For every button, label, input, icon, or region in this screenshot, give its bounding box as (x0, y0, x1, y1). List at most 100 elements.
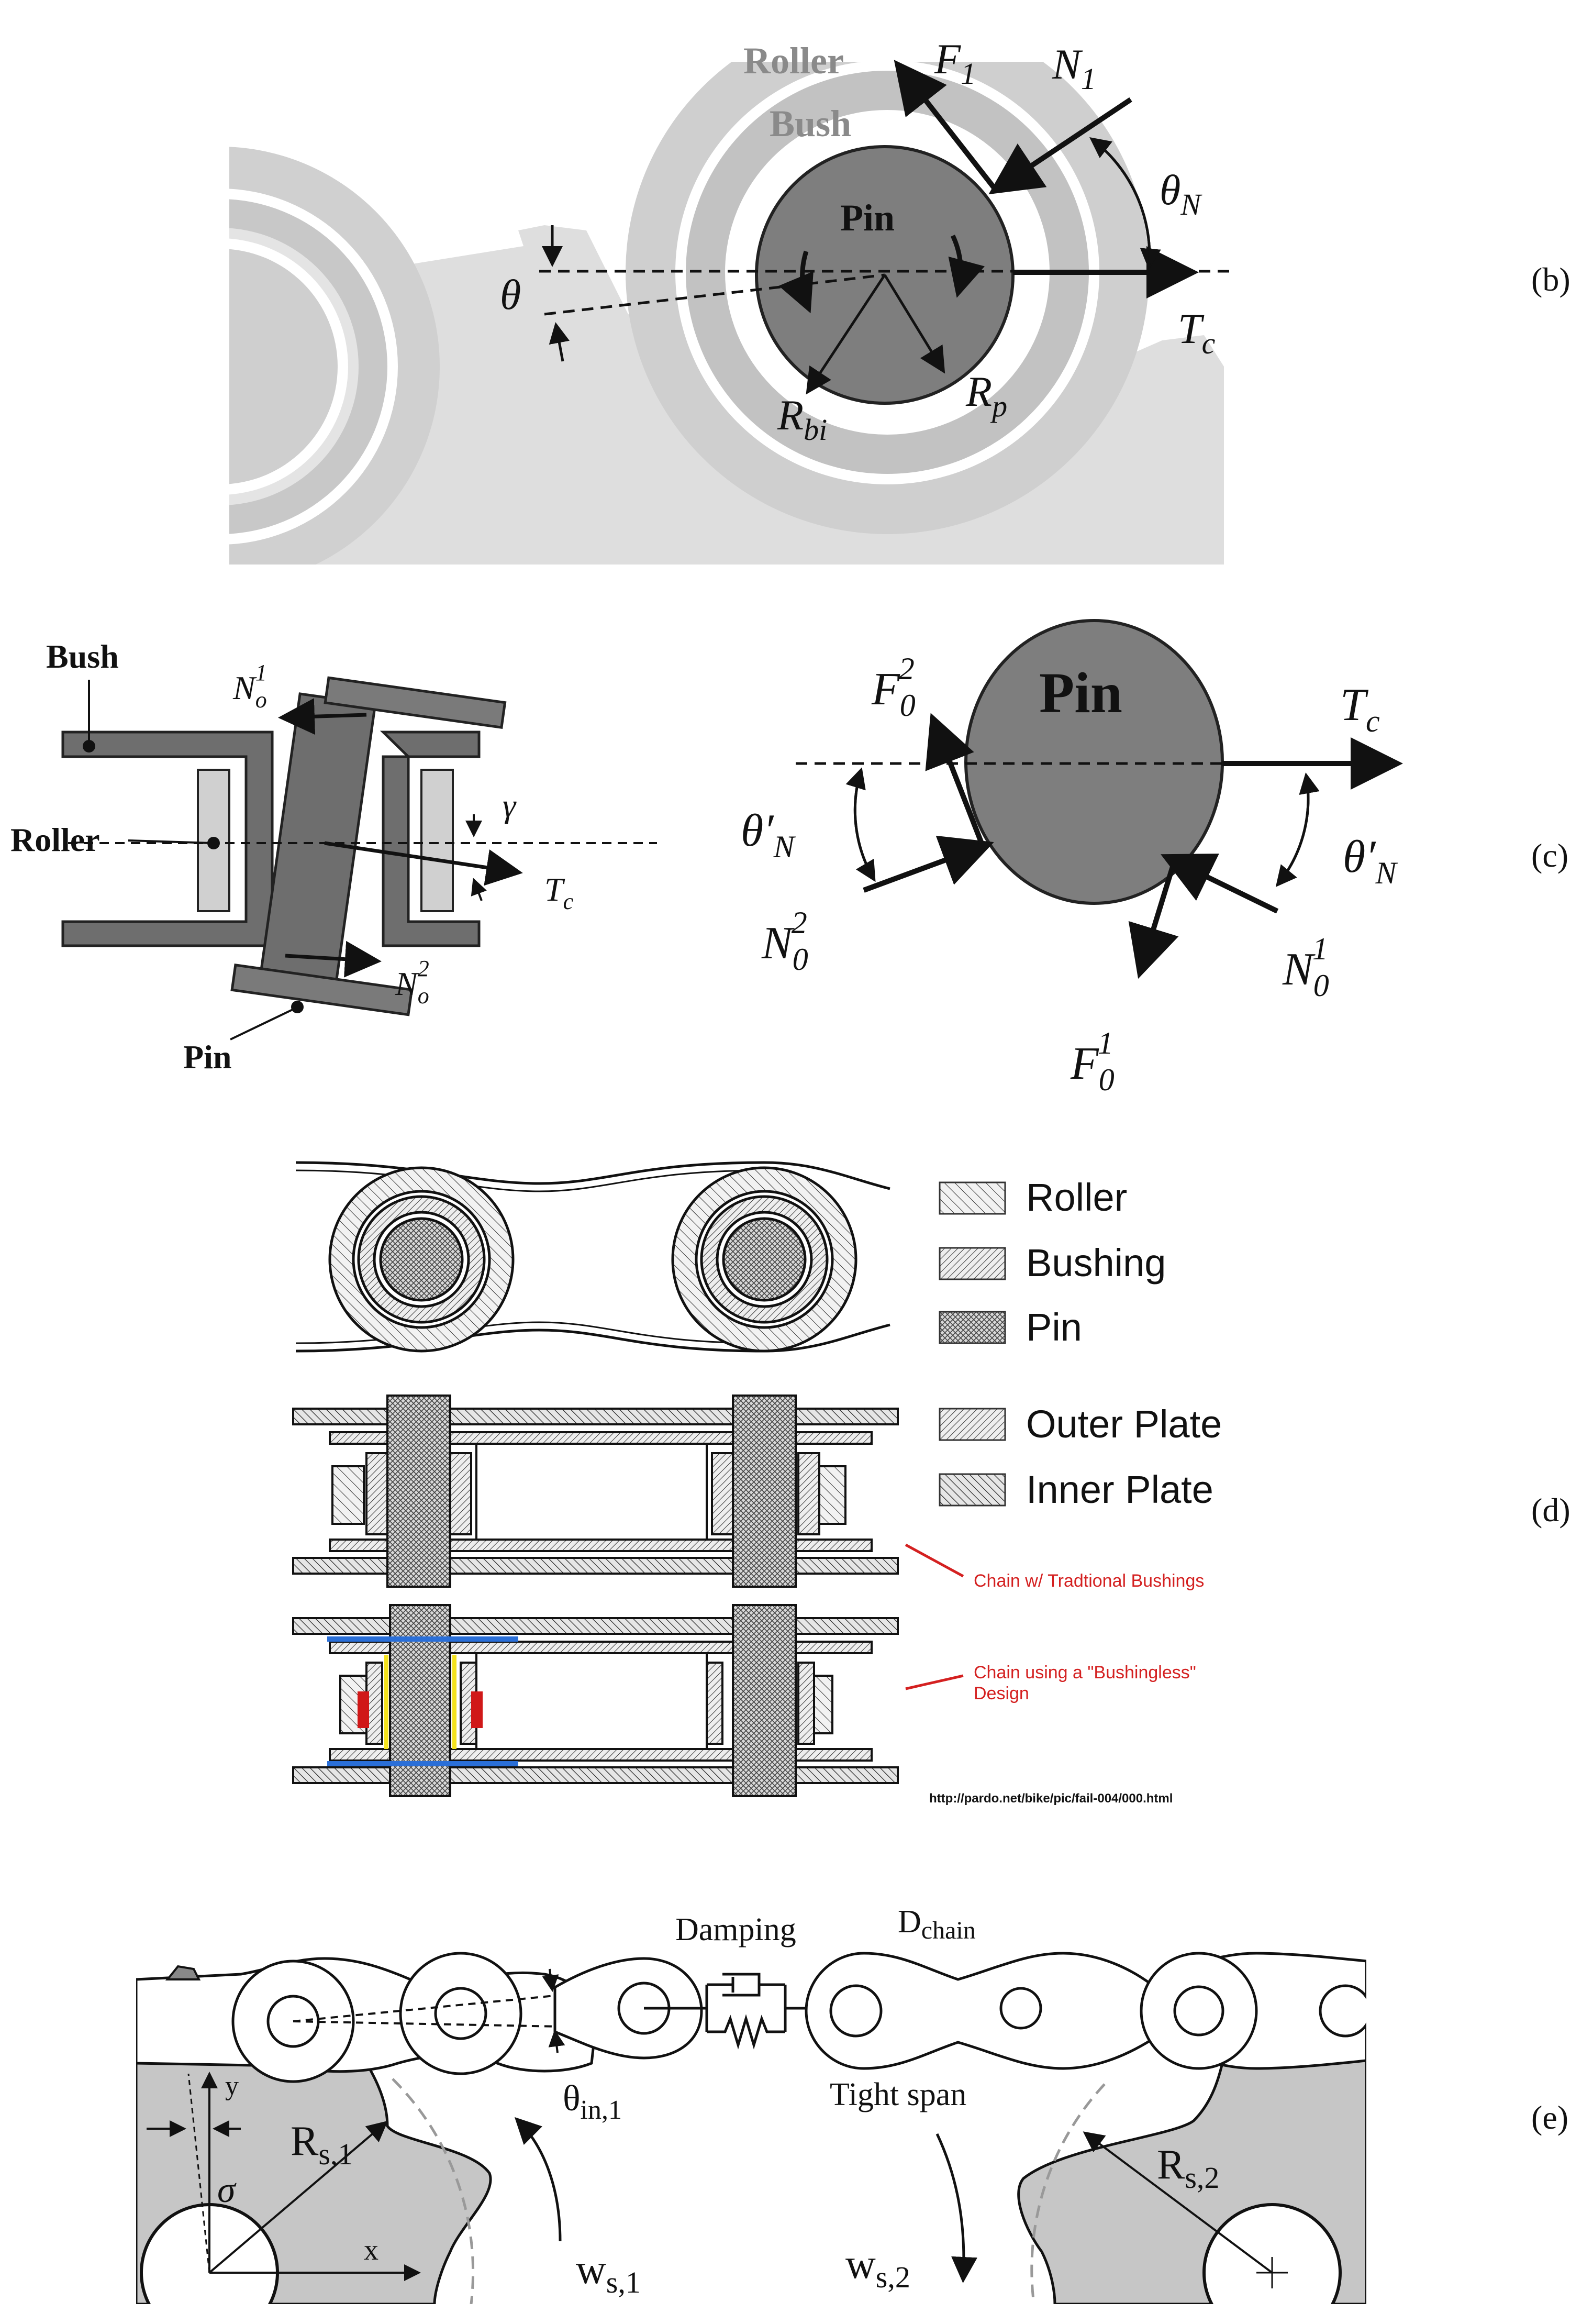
theta-right-label: θ′N (1343, 832, 1398, 890)
f02-label: F02 (871, 651, 916, 723)
bush-label: Bush (770, 103, 851, 145)
right-link-roller (671, 1166, 857, 1353)
f01-label: F01 (1070, 1026, 1115, 1097)
legend-swatch-outer-plate (939, 1408, 1006, 1441)
n02-label: N02 (761, 905, 808, 977)
note-traditional: Chain w/ Tradtional Bushings (974, 1571, 1204, 1591)
bushingless-pin-right (732, 1604, 797, 1797)
panel-b-tag: (b) (1531, 261, 1570, 298)
tilted-reference-line (544, 273, 885, 316)
bush-leader-dot (83, 740, 95, 752)
no2-label: No2 (395, 956, 429, 1009)
rs1-radius (208, 2120, 388, 2274)
roller-leader-dot (207, 837, 220, 849)
note-bushingless-pointer (905, 1674, 964, 1690)
bushingless-pin-left (389, 1604, 451, 1797)
c-tc-label: Tc (544, 871, 574, 914)
theta-label: θ (500, 271, 521, 318)
ws2-label: ws,2 (845, 2241, 910, 2294)
panel-d-tag: (d) (1531, 1491, 1570, 1529)
source-url: http://pardo.net/bike/pic/fail-004/000.h… (929, 1791, 1173, 1806)
panel-c-tag: (c) (1531, 837, 1568, 874)
f02-arrow (925, 713, 984, 844)
rs2-label: Rs,2 (1157, 2142, 1219, 2195)
roller-leader (128, 839, 213, 844)
radius-rp-arrow (883, 274, 945, 374)
rbi-label: Rbi (777, 391, 827, 447)
traditional-chain-section (292, 1395, 899, 1588)
panel-b: Roller Bush Pin F1 N1 θN θ Tc Rp Rbi (b) (229, 35, 1570, 565)
theta-in-arrow-top (542, 1968, 559, 1992)
trad-pin-right (732, 1395, 797, 1588)
radius-rbi-arrow (806, 274, 886, 395)
link-centerline-lower (293, 2020, 561, 2028)
theta-arrow-bottom (549, 322, 570, 362)
bush-left-bracket (61, 731, 274, 947)
pin-label: Pin (840, 197, 895, 239)
c-fb-pin-label: Pin (1039, 661, 1122, 725)
panel-d: Roller Bushing Pin Outer Plate Inner Pla… (292, 1161, 1570, 1806)
theta-right-arc-back (1276, 772, 1320, 886)
c-bush-label: Bush (46, 638, 119, 675)
rotation-arrow-left (778, 250, 814, 314)
legend: Roller Bushing Pin Outer Plate Inner Pla… (939, 1176, 1222, 1511)
left-link-tab (165, 1965, 201, 1980)
pin-bottom-plate (230, 964, 414, 1016)
legend-label-roller: Roller (1026, 1176, 1127, 1219)
c-fb-tc-label: Tc (1340, 680, 1380, 738)
sigma-label: σ (217, 2170, 237, 2210)
red-accent-left (358, 1691, 369, 1728)
theta-in-label: θin,1 (563, 2078, 622, 2125)
theta-left-label: θ′N (741, 805, 796, 864)
theta-in-arrow-bottom (548, 2030, 565, 2053)
legend-swatch-bushing (939, 1247, 1006, 1280)
dchain-label: Dchain (898, 1904, 976, 1944)
c-pin-label: Pin (183, 1038, 231, 1076)
left-pitch-circle (392, 2078, 475, 2304)
note-traditional-pointer (905, 1543, 964, 1578)
side-view (295, 1161, 890, 1353)
ws1-label: ws,1 (576, 2246, 641, 2299)
no1-arrow (278, 698, 367, 735)
f01-arrow (1128, 866, 1179, 979)
rotation-arrow-right (948, 235, 985, 298)
theta-n-arc-back (1089, 137, 1151, 268)
n01-label: N01 (1282, 932, 1329, 1003)
n02-arrow (863, 835, 994, 893)
no1-label: No1 (232, 660, 267, 713)
left-link-roller (328, 1166, 515, 1353)
link-centerline-upper (293, 1994, 561, 2022)
panel-b-artwork (229, 62, 1224, 565)
right-pitch-circle (1030, 2083, 1106, 2304)
n1-label: N1 (1052, 40, 1096, 96)
ws2-rotation-arrow (935, 2133, 977, 2283)
tilted-pin (259, 692, 377, 986)
theta-n-label: θN (1160, 166, 1202, 222)
legend-label-pin: Pin (1026, 1305, 1082, 1349)
note-bushingless-line2: Design (974, 1684, 1029, 1703)
rs2-radius (1083, 2131, 1273, 2274)
right-chain-links (805, 1952, 1366, 2070)
note-bushingless-line1: Chain using a "Bushingless" (974, 1663, 1196, 1683)
pin-leader (230, 1007, 296, 1041)
legend-label-inner-plate: Inner Plate (1026, 1468, 1213, 1511)
sigma-reference (187, 2073, 210, 2273)
gamma-label: γ (503, 787, 517, 824)
legend-label-bushing: Bushing (1026, 1241, 1166, 1285)
no2-arrow (285, 940, 382, 978)
gamma-arrow-bottom (471, 878, 487, 901)
rs1-label: Rs,1 (291, 2118, 353, 2171)
bushingless-chain-section (292, 1604, 899, 1797)
trad-pin-left (386, 1395, 451, 1588)
panel-c-free-body: Pin F02 Tc θ′N θ′N N02 N01 F01 (741, 619, 1403, 1097)
x-axis-label: x (364, 2234, 378, 2266)
panel-c: Bush Roller Pin No1 No2 γ Tc Pin F02 Tc … (10, 619, 1568, 1097)
panel-e-tag: (e) (1531, 2099, 1568, 2136)
c-roller-label: Roller (10, 821, 100, 858)
legend-swatch-inner-plate (939, 1473, 1006, 1507)
legend-swatch-roller (939, 1181, 1006, 1215)
c-tc-arrow (324, 841, 523, 886)
pin-top-plate (324, 676, 507, 729)
rp-label: Rp (965, 368, 1007, 423)
legend-swatch-pin (939, 1311, 1006, 1344)
